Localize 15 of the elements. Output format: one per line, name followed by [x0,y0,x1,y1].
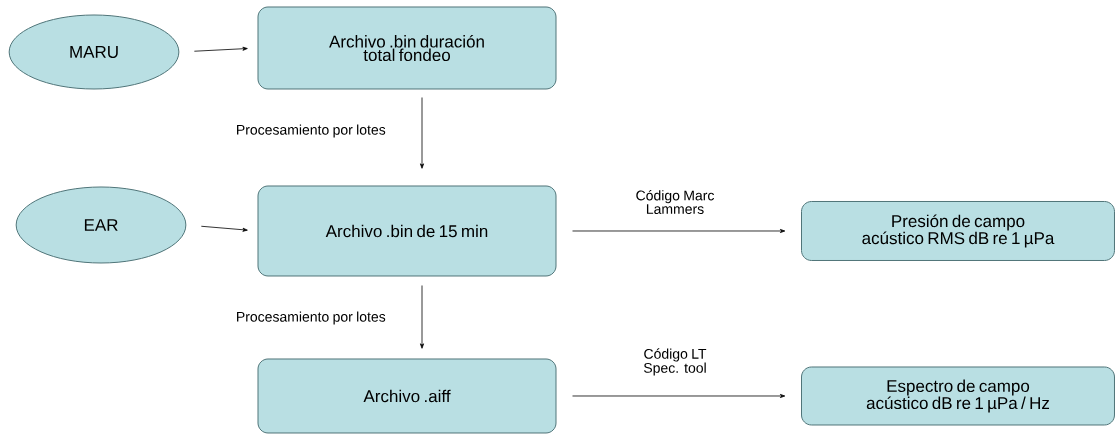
edge-label: Código Marc Lammers [636,190,714,214]
arrow [420,285,424,349]
arrow [572,229,786,233]
process-box: Espectro de campo acústico dB re 1 µPa / Hz [801,366,1115,426]
arrow [572,394,786,398]
process-box: Archivo .bin duración total fondeo [257,6,557,90]
arrow [193,46,248,52]
arrow [420,97,424,169]
edge-label: Procesamiento por lotes [237,124,386,138]
edge-label: Procesamiento por lotes [237,311,386,325]
process-box: Archivo .aiff [257,358,557,434]
edge-label: Código LT Spec. tool [643,348,707,376]
process-box: Archivo .bin de 15 min [257,185,557,277]
process-box: Presión de campo acústico RMS dB re 1 µPa [801,201,1115,261]
arrow [200,225,248,232]
